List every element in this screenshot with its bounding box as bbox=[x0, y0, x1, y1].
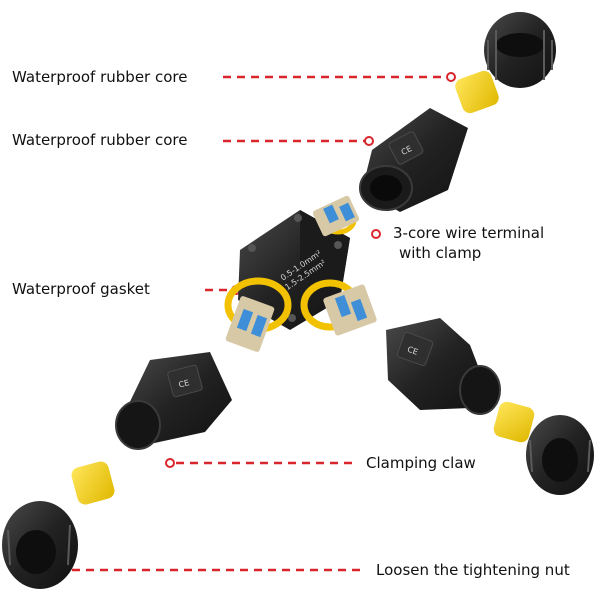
right-connector-body: CE bbox=[386, 318, 501, 415]
label-wire-terminal: 3-core wire terminal with clamp bbox=[393, 223, 583, 263]
label-wire-terminal-line1: 3-core wire terminal bbox=[393, 224, 545, 242]
label-rubber-core-second: Waterproof rubber core bbox=[12, 131, 188, 149]
right-nut bbox=[526, 415, 594, 495]
left-connector-body: CE bbox=[115, 352, 232, 450]
rubber-core-top bbox=[455, 70, 499, 114]
label-tightening-nut: Loosen the tightening nut bbox=[376, 561, 570, 579]
leader-dot-rubber-core-second bbox=[364, 136, 374, 146]
bottom-nut bbox=[2, 501, 78, 589]
upper-connector-body: CE bbox=[359, 108, 468, 212]
svg-text:CE: CE bbox=[400, 144, 414, 157]
svg-text:CE: CE bbox=[178, 378, 191, 389]
leader-dot-wire-terminal bbox=[371, 229, 381, 239]
label-wire-terminal-line2: with clamp bbox=[399, 244, 482, 262]
label-clamping-claw: Clamping claw bbox=[366, 454, 476, 472]
leader-dot-clamping-claw bbox=[165, 458, 175, 468]
wire-terminals bbox=[225, 195, 377, 352]
label-rubber-core-top: Waterproof rubber core bbox=[12, 68, 188, 86]
rubber-core-left bbox=[71, 461, 115, 505]
rubber-core-right bbox=[493, 401, 535, 443]
svg-text:CE: CE bbox=[406, 345, 419, 357]
leader-dot-rubber-core-top bbox=[446, 72, 456, 82]
label-gasket: Waterproof gasket bbox=[12, 280, 150, 298]
top-nut bbox=[484, 12, 556, 88]
